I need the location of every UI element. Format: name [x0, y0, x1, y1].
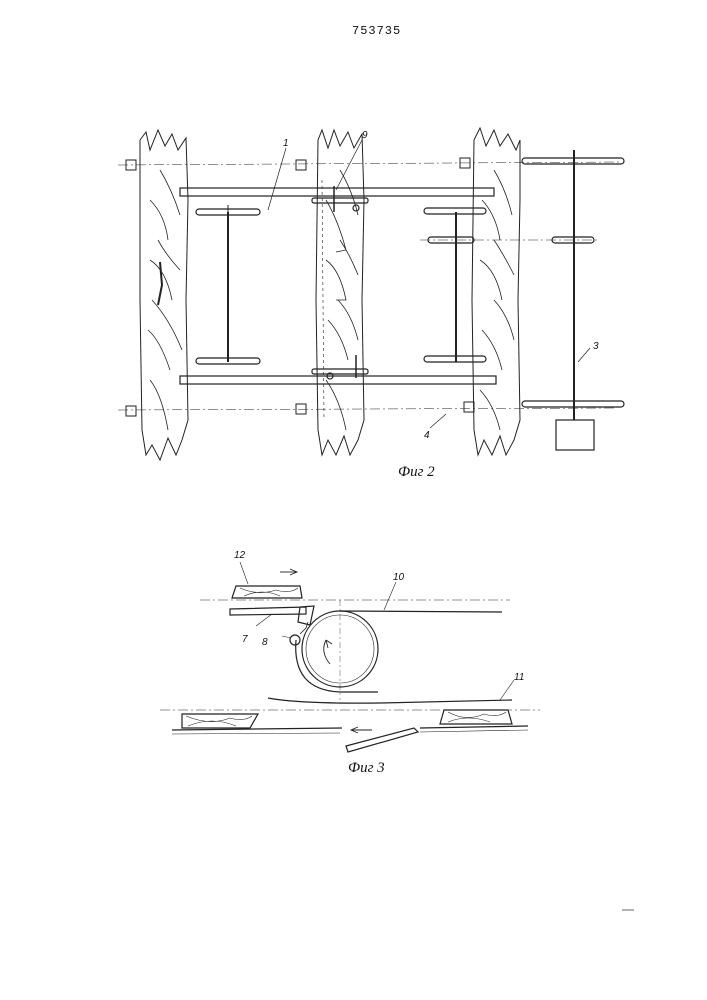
leader-1 — [268, 148, 286, 210]
plate-7 — [230, 606, 314, 625]
label-10: 10 — [393, 572, 405, 583]
block-top-middle — [296, 160, 306, 170]
drive-box — [556, 420, 594, 450]
rail-top — [180, 188, 494, 196]
tree-trunk-right — [472, 128, 520, 455]
board-12 — [232, 586, 302, 598]
wheel-8 — [290, 635, 300, 645]
leader-3 — [578, 348, 590, 362]
block-bottom-left — [126, 406, 136, 416]
tree-trunk-left — [140, 130, 188, 460]
label-11: 11 — [514, 672, 524, 683]
figure-2-caption: Фиг 2 — [398, 464, 435, 480]
label-9: 9 — [362, 130, 368, 141]
label-3: 3 — [593, 341, 599, 352]
lower-conveyor-right — [420, 726, 528, 728]
tree-trunk-middle — [316, 130, 364, 455]
label-4: 4 — [424, 430, 430, 441]
shaft-far-right — [522, 150, 624, 450]
leader-4 — [430, 414, 446, 428]
label-7: 7 — [242, 634, 248, 645]
ramp — [346, 728, 418, 752]
belt-top — [340, 611, 502, 612]
figure-2 — [118, 128, 624, 460]
label-8: 8 — [262, 637, 268, 648]
label-12: 12 — [234, 550, 246, 561]
center-line-bottom — [118, 408, 615, 410]
board-11 — [440, 710, 512, 724]
figure-3-caption: Фиг 3 — [348, 760, 385, 776]
shaft-left — [196, 205, 260, 364]
rail-bottom — [180, 376, 496, 384]
belt-wrap — [296, 640, 378, 692]
figure-3 — [160, 562, 540, 752]
shaft-right — [424, 208, 486, 362]
block-bottom-right — [464, 402, 474, 412]
label-1: 1 — [283, 138, 289, 149]
board-lower-left — [182, 714, 258, 728]
middle-mechanism — [312, 186, 368, 379]
guide-curve — [268, 698, 512, 703]
leader-9 — [336, 140, 362, 190]
